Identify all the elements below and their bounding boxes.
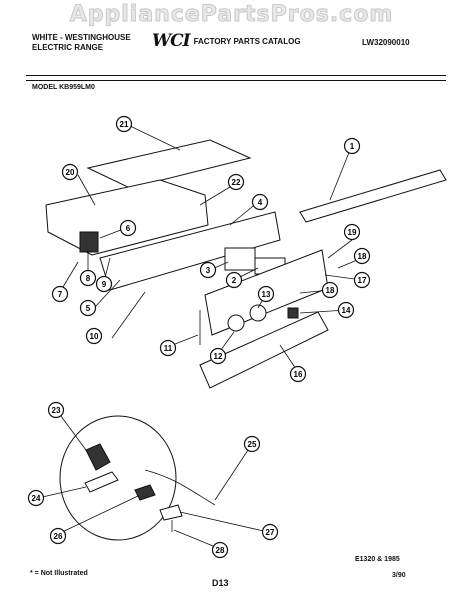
callout-label: 27 [266,528,275,537]
callout-label: 18 [326,286,335,295]
part-1-trim-strip [299,169,447,223]
callout-8: 8 [79,269,97,287]
callout-label: 14 [342,306,351,315]
callout-13: 13 [257,285,275,303]
callout-label: 1 [350,142,355,151]
callout-label: 21 [120,120,129,129]
revision-date: 3/90 [392,572,406,579]
part-14-knob [287,307,299,319]
callout-7: 7 [51,285,69,303]
callout-label: 8 [86,274,91,283]
callout-24: 24 [27,489,45,507]
callout-28: 28 [211,541,229,559]
callout-20: 20 [61,163,79,181]
callout-label: 16 [294,370,303,379]
part-12-knob [227,314,245,332]
part-3-clock [224,247,256,271]
figure-code: E1320 & 1985 [355,556,400,563]
brand-block: WHITE - WESTINGHOUSE ELECTRIC RANGE [32,33,131,53]
callout-label: 22 [232,178,241,187]
callout-9: 9 [95,275,113,293]
callout-label: 5 [86,304,91,313]
brand-line-2: ELECTRIC RANGE [32,43,104,52]
callout-18: 18 [321,281,339,299]
callout-label: 12 [214,352,223,361]
callout-16: 16 [289,365,307,383]
callout-5: 5 [79,299,97,317]
callout-label: 3 [206,266,211,275]
callout-27: 27 [261,523,279,541]
callout-4: 4 [251,193,269,211]
callout-1: 1 [343,137,361,155]
callouts: 1234567891011121314161718181920212223242… [27,115,371,559]
callout-22: 22 [227,173,245,191]
part-26-clip [134,484,156,501]
part-6-switch [79,231,99,253]
part-21-top-panel [86,139,252,189]
callout-12: 12 [209,347,227,365]
footnote: * = Not Illustrated [30,570,88,577]
callout-label: 9 [102,280,107,289]
callout-label: 20 [66,168,75,177]
part-13-knob [249,304,267,322]
detail-circle [59,415,177,541]
callout-label: 23 [52,406,61,415]
callout-17: 17 [353,271,371,289]
callout-label: 10 [90,332,99,341]
brand-line-1: WHITE - WESTINGHOUSE [32,33,131,42]
callout-label: 24 [32,494,41,503]
header-rule-bottom [26,80,446,81]
model-number: MODEL KB959LM0 [32,84,95,91]
doc-number: LW32090010 [362,38,410,47]
callout-26: 26 [49,527,67,545]
part-23-thermostat [85,443,111,471]
callout-label: 6 [126,224,131,233]
callout-23: 23 [47,401,65,419]
callout-label: 7 [58,290,63,299]
part-16-front-trim [199,311,329,389]
part-25-tube [144,469,216,506]
callout-label: 25 [248,440,257,449]
page-number: D13 [212,578,229,588]
callout-21: 21 [115,115,133,133]
callout-label: 11 [164,344,173,353]
callout-14: 14 [337,301,355,319]
callout-label: 2 [232,276,237,285]
callout-label: 17 [358,276,367,285]
callout-2: 2 [225,271,243,289]
callout-label: 28 [216,546,225,555]
callout-6: 6 [119,219,137,237]
callout-label: 19 [348,228,357,237]
watermark: AppliancePartsPros.com [69,2,394,28]
callout-label: 26 [54,532,63,541]
callout-label: 4 [258,198,263,207]
callout-3: 3 [199,261,217,279]
callout-label: 13 [262,290,271,299]
header-rule-top [26,75,446,76]
catalog-title: WCI FACTORY PARTS CATALOG [152,31,301,51]
callout-11: 11 [159,339,177,357]
wci-logo: WCI [152,31,191,51]
part-27-valve [159,504,183,521]
catalog-label: FACTORY PARTS CATALOG [193,36,301,46]
callout-18: 18 [353,247,371,265]
callout-19: 19 [343,223,361,241]
callout-label: 18 [358,252,367,261]
part-24-bracket [84,471,119,493]
callout-25: 25 [243,435,261,453]
callout-10: 10 [85,327,103,345]
